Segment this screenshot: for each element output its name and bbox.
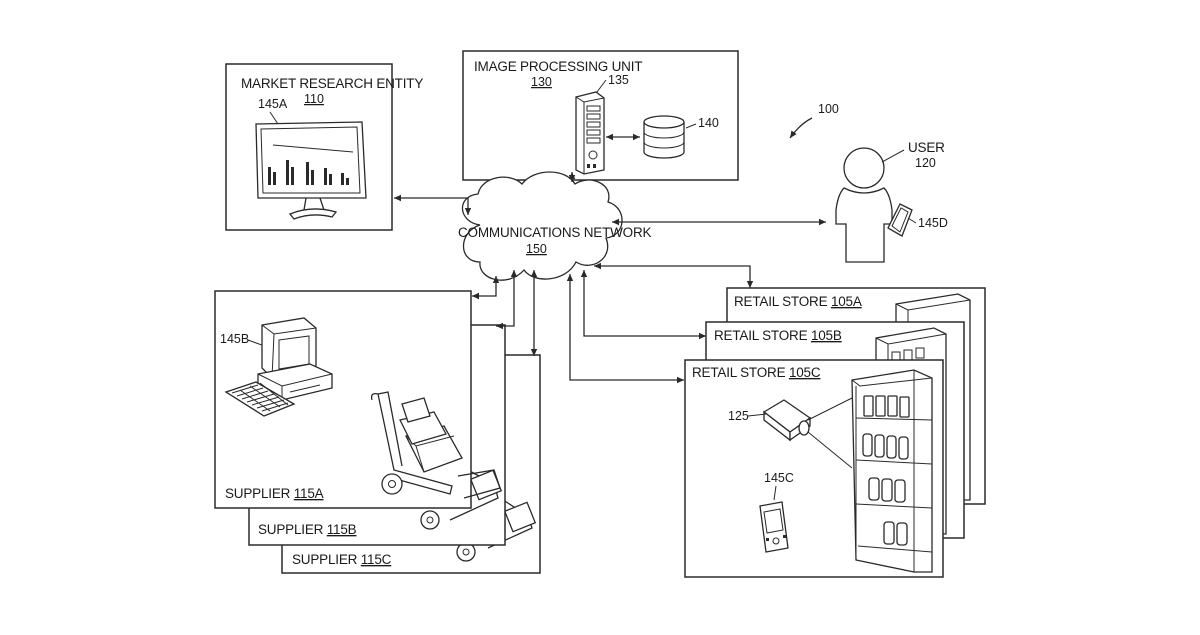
camera-125-label: 125 <box>728 409 749 423</box>
figure-ref-label: 100 <box>818 102 839 116</box>
user: USER 120 145D <box>836 140 948 262</box>
server-icon <box>576 92 604 174</box>
image-processing-unit: IMAGE PROCESSING UNIT 130 135 140 <box>463 51 738 180</box>
person-icon <box>836 148 892 262</box>
supplier-115a-title: SUPPLIER 115A <box>225 486 324 501</box>
device-145c-label: 145C <box>764 471 794 485</box>
link-store-105c <box>570 274 684 380</box>
network-title: COMMUNICATIONS NETWORK <box>458 225 652 240</box>
image-processing-ref: 130 <box>531 75 552 89</box>
database-140-label: 140 <box>698 116 719 130</box>
link-store-105b <box>584 270 706 336</box>
image-processing-title: IMAGE PROCESSING UNIT <box>474 59 642 74</box>
device-145d-label: 145D <box>918 216 948 230</box>
figure-ref-arrow <box>790 118 812 138</box>
network-ref: 150 <box>526 242 547 256</box>
user-title: USER <box>908 140 945 155</box>
retail-store-105c: RETAIL STORE 105C <box>685 360 943 577</box>
supplier-115a: 145B SUPPLIER 115A <box>215 291 500 508</box>
database-icon <box>644 116 684 158</box>
link-market-research <box>394 198 468 215</box>
communications-network: COMMUNICATIONS NETWORK 150 <box>458 172 652 280</box>
supplier-115b-title: SUPPLIER 115B <box>258 522 357 537</box>
market-research-title: MARKET RESEARCH ENTITY <box>241 76 423 91</box>
server-135-label: 135 <box>608 73 629 87</box>
supplier-115c-title: SUPPLIER 115C <box>292 552 392 567</box>
user-leader <box>882 150 904 162</box>
link-store-105a <box>594 266 750 288</box>
retail-store-105b-title: RETAIL STORE 105B <box>714 328 842 343</box>
user-ref: 120 <box>915 156 936 170</box>
market-research-ref: 110 <box>304 92 324 106</box>
figure-reference: 100 <box>790 102 839 138</box>
device-145d-leader <box>908 218 916 223</box>
device-145b-label: 145B <box>220 332 249 346</box>
market-research-entity: MARKET RESEARCH ENTITY 110 145A <box>226 64 423 230</box>
device-145a-label: 145A <box>258 97 288 111</box>
retail-store-105c-title: RETAIL STORE 105C <box>692 365 821 380</box>
shelf-icon <box>852 370 932 572</box>
retail-store-105a-title: RETAIL STORE 105A <box>734 294 862 309</box>
